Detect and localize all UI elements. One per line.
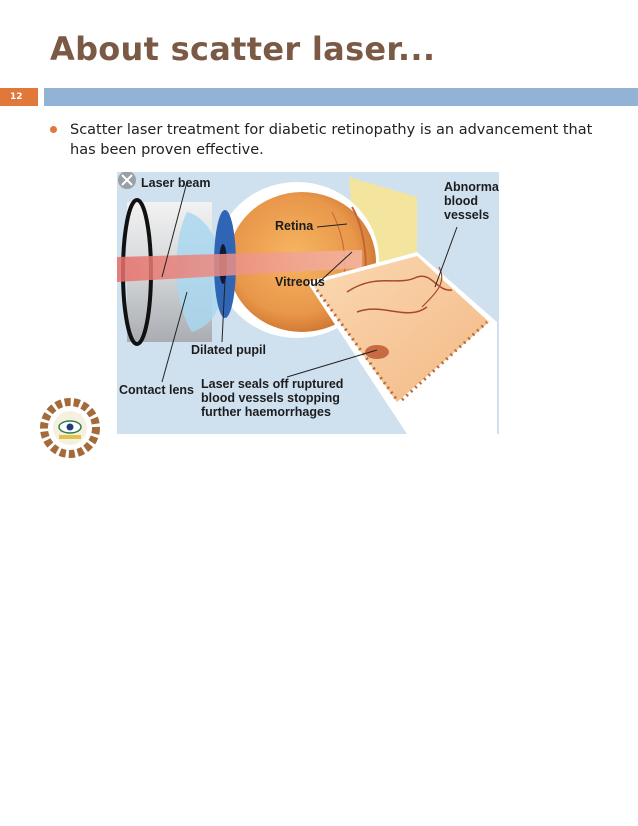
bullet-item: Scatter laser treatment for diabetic ret… bbox=[50, 120, 620, 160]
laser-beam-ray bbox=[117, 250, 362, 282]
haemorrhage-spot bbox=[365, 345, 389, 359]
flap-edge bbox=[400, 320, 489, 402]
slide-title: About scatter laser... bbox=[50, 30, 436, 68]
callout-line bbox=[161, 291, 188, 383]
label-vitreous: Vitreous bbox=[275, 275, 325, 289]
organization-logo-icon bbox=[40, 398, 100, 458]
label-dilated-pupil: Dilated pupil bbox=[191, 343, 266, 357]
header-rule-bar bbox=[44, 88, 638, 106]
bullet-dot-icon bbox=[50, 126, 57, 133]
callout-line bbox=[316, 251, 353, 285]
slide-number: 12 bbox=[0, 88, 38, 106]
callout-line bbox=[286, 349, 378, 378]
callout-line bbox=[161, 181, 188, 278]
abnormal-vessel bbox=[421, 266, 443, 308]
callout-line bbox=[316, 223, 348, 228]
eye-laser-diagram: Laser beam Retina Vitreous Abnormal bloo… bbox=[117, 172, 499, 434]
label-contact-lens: Contact lens bbox=[119, 383, 195, 397]
callout-line bbox=[221, 279, 226, 343]
label-retina: Retina bbox=[275, 219, 314, 233]
label-laser-seals: Laser seals off ruptured blood vessels s… bbox=[201, 377, 344, 419]
eye-illustration bbox=[117, 172, 497, 434]
label-abnormal-blood-vessels: Abnormal blood vessels bbox=[444, 180, 499, 222]
retina-flap bbox=[312, 256, 489, 402]
abnormal-vessel bbox=[356, 306, 428, 314]
bullet-text: Scatter laser treatment for diabetic ret… bbox=[70, 122, 593, 158]
label-laser-beam: Laser beam bbox=[141, 176, 211, 190]
callout-line bbox=[434, 226, 458, 288]
close-x-icon[interactable] bbox=[118, 172, 136, 189]
